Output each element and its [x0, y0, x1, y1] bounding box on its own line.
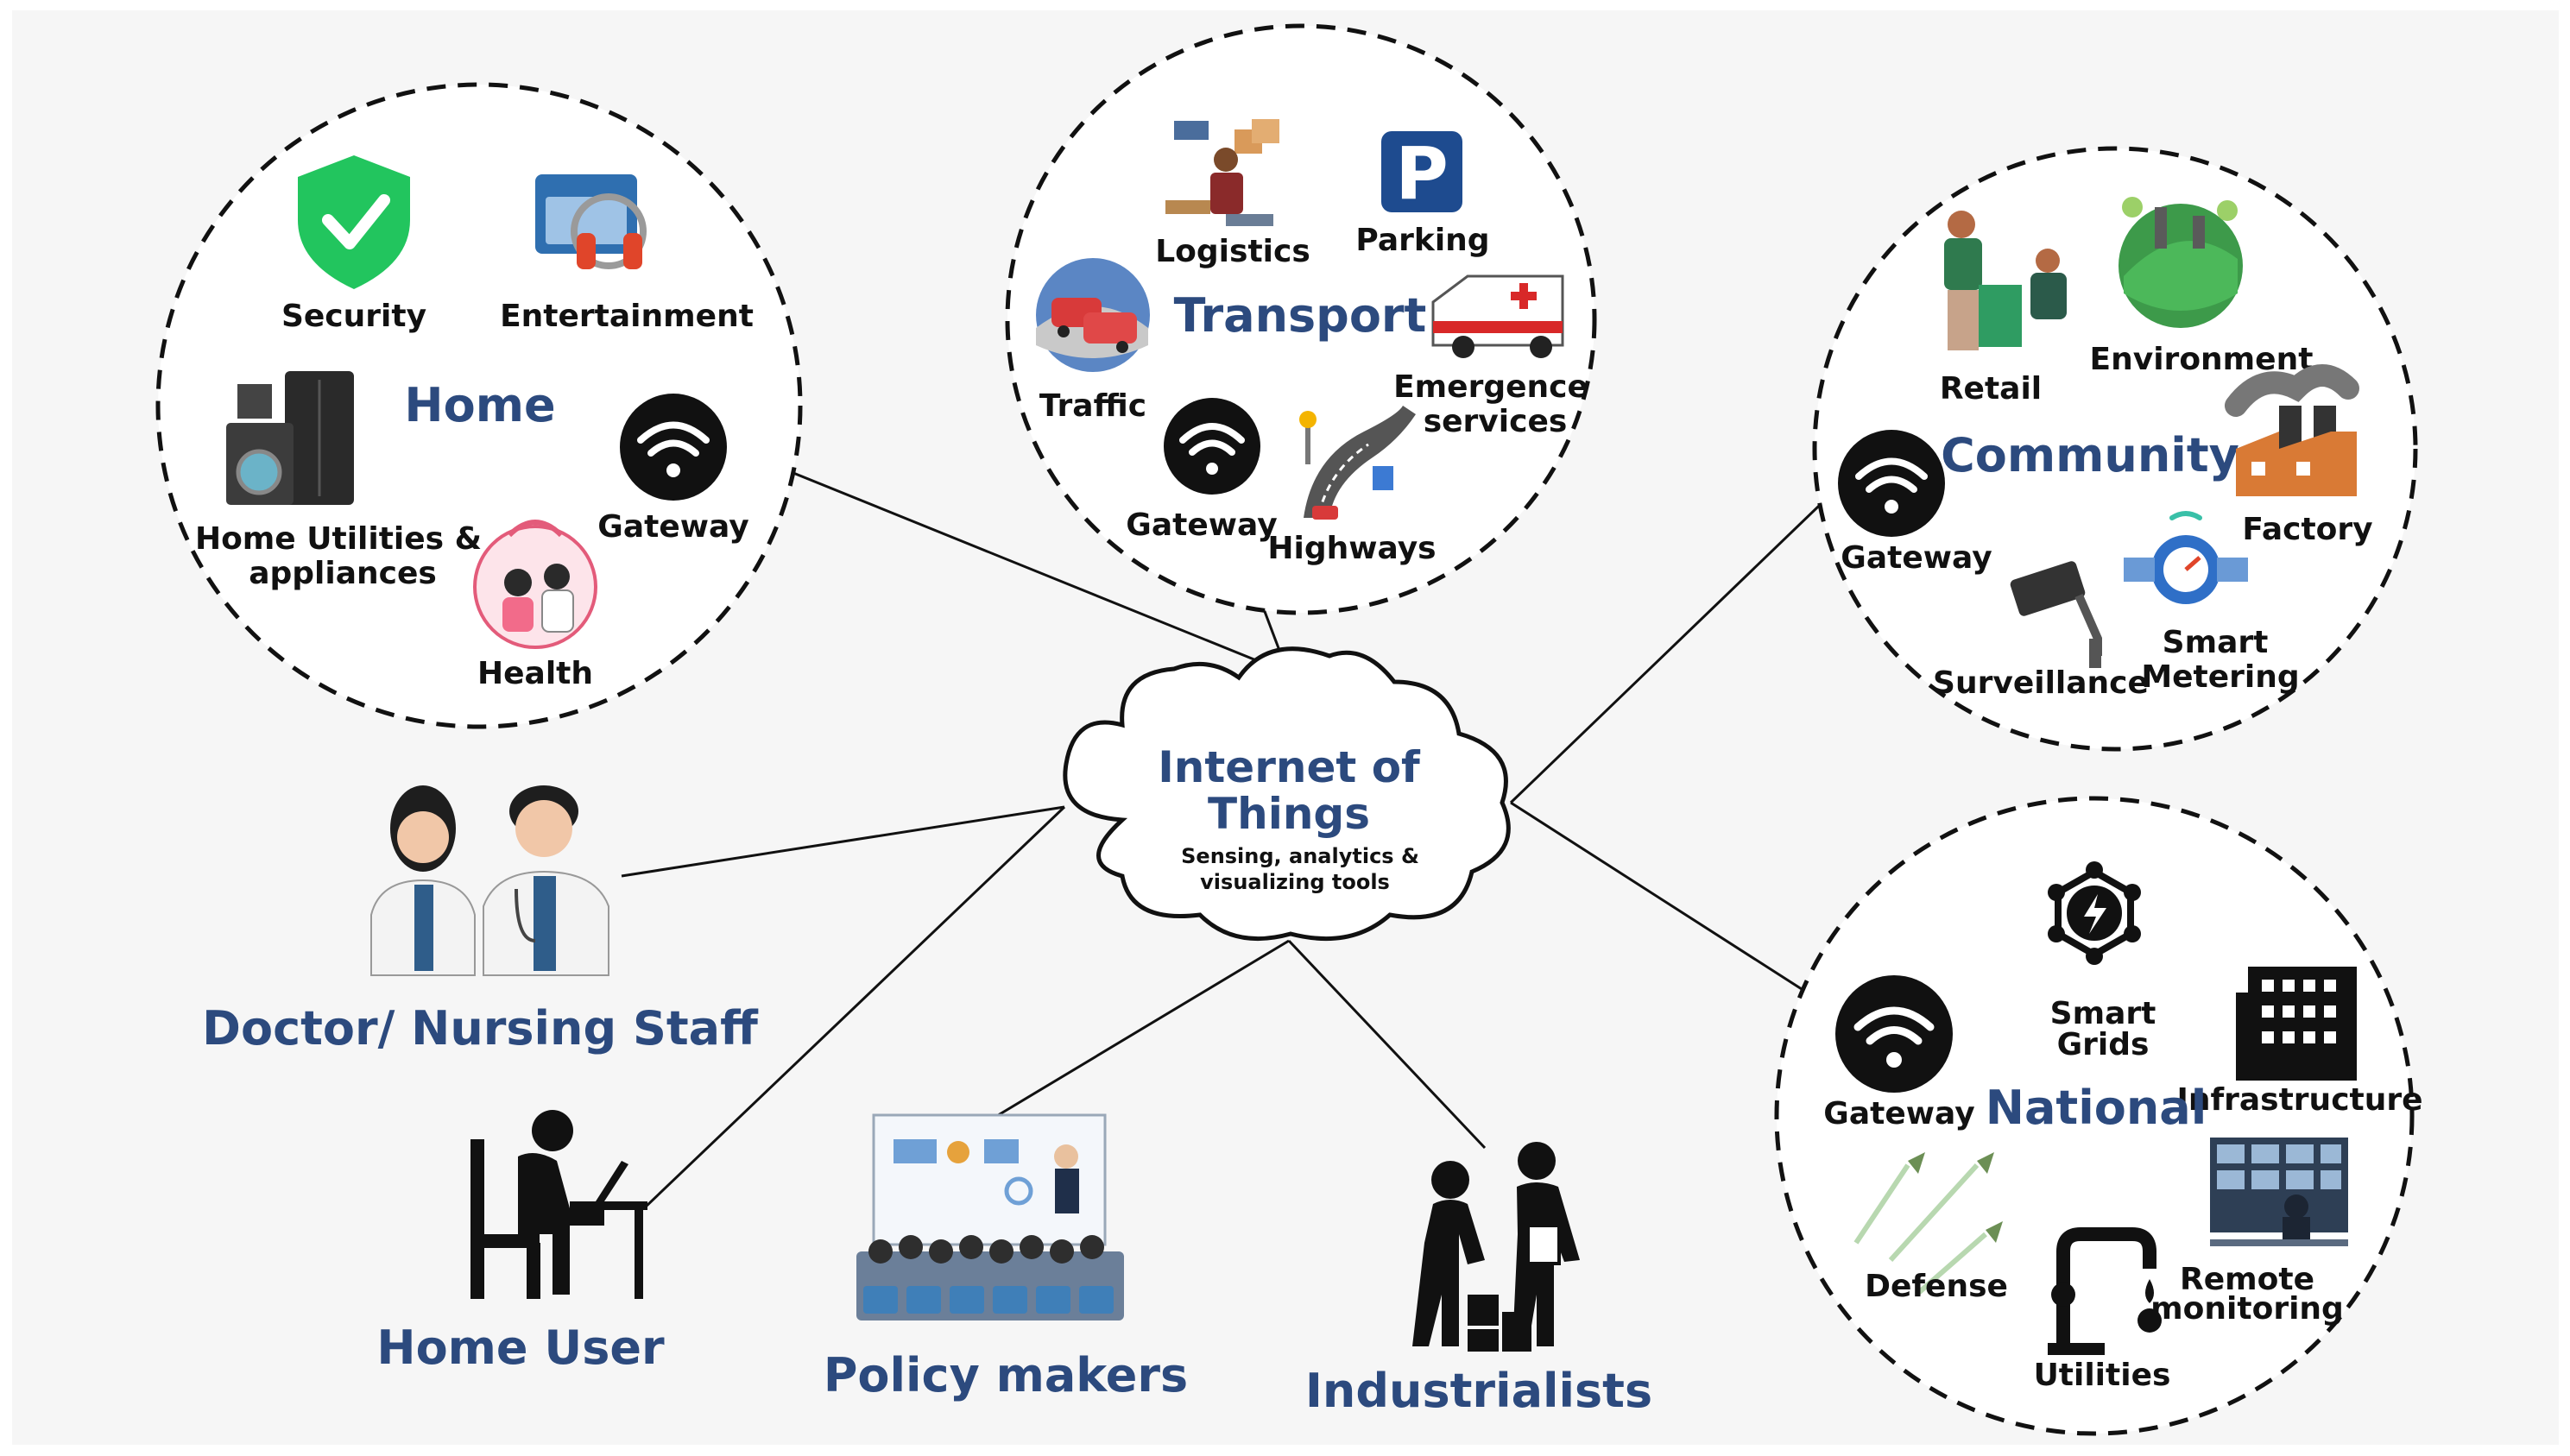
home-gateway-label: Gateway — [597, 509, 748, 545]
emergency-label-line1: Emergence — [1393, 369, 1588, 405]
ambulance-icon — [1431, 274, 1564, 358]
health-label: Health — [477, 656, 593, 691]
retail-label: Retail — [1940, 371, 2042, 407]
factory-icon — [2225, 364, 2359, 496]
line-doctor-to-iot — [621, 805, 1065, 878]
doctors-figure — [370, 785, 609, 976]
national-utilities-label: Utilities — [2034, 1358, 2171, 1393]
highway-icon — [1299, 406, 1416, 520]
security-label: Security — [281, 299, 426, 334]
line-policy-to-iot — [990, 939, 1290, 1121]
environment-label: Environment — [2090, 342, 2314, 377]
globe-icon — [2119, 197, 2243, 328]
community-group: Retail Environment Community Gateway — [1812, 146, 2418, 752]
infrastructure-label: Infrastructure — [2176, 1082, 2422, 1118]
transport-group: Logistics P Parking Traffic Transport — [1005, 23, 1597, 615]
remote-label-line1: Remote — [2180, 1262, 2314, 1297]
emergency-label-line2: services — [1424, 404, 1568, 439]
entertainment-label: Entertainment — [500, 299, 754, 334]
iot-cloud: Internet of Things Sensing, analytics & … — [1063, 646, 1511, 942]
meter-icon — [2124, 511, 2248, 604]
parking-icon: P — [1381, 131, 1462, 216]
policy-makers-figure — [856, 1113, 1124, 1320]
wifi-gateway-icon — [1835, 975, 1953, 1093]
home-user-label: Home User — [376, 1320, 665, 1375]
iot-subtitle-line2: visualizing tools — [1200, 870, 1390, 894]
camera-icon — [2010, 561, 2102, 668]
utilities-label-line2: appliances — [249, 556, 437, 591]
svg-text:P: P — [1395, 131, 1449, 216]
entertainment-icon — [535, 174, 647, 269]
national-gateway-label: Gateway — [1823, 1096, 1974, 1131]
traffic-label: Traffic — [1039, 388, 1146, 424]
national-group: Smart Grids Infrastructure Gateway Natio… — [1774, 796, 2423, 1436]
retail-icon — [1944, 211, 2067, 350]
logistics-icon — [1165, 119, 1279, 226]
shield-icon — [298, 155, 410, 289]
wifi-gateway-icon — [1838, 430, 1945, 537]
policy-label: Policy makers — [824, 1348, 1188, 1402]
line-community-to-iot — [1509, 483, 1842, 804]
parking-label: Parking — [1355, 223, 1489, 258]
line-homeuser-to-iot — [642, 805, 1066, 1210]
home-title: Home — [404, 378, 555, 432]
metering-label-line1: Smart — [2163, 625, 2269, 660]
line-industrialists-to-iot — [1287, 939, 1487, 1150]
building-icon — [2236, 967, 2357, 1081]
smart-grid-icon — [2048, 861, 2141, 965]
metering-label-line2: Metering — [2141, 659, 2299, 695]
line-national-to-iot — [1510, 801, 1848, 1020]
grids-label-line2: Grids — [2057, 1027, 2150, 1062]
remote-label-line2: monitoring — [2150, 1291, 2344, 1327]
iot-subtitle-line1: Sensing, analytics & — [1181, 844, 1419, 868]
community-gateway-label: Gateway — [1841, 540, 1992, 576]
national-title: National — [1986, 1081, 2207, 1135]
home-group: Security Entertainment Home Home Utiliti… — [155, 82, 803, 729]
traffic-icon — [1036, 258, 1150, 372]
jets-icon — [1853, 1152, 2003, 1297]
monitoring-icon — [2210, 1138, 2348, 1246]
wifi-gateway-icon — [1164, 398, 1260, 495]
line-home-to-iot — [724, 444, 1289, 675]
transport-gateway-label: Gateway — [1126, 507, 1277, 543]
defense-label: Defense — [1865, 1269, 2008, 1304]
home-user-figure — [470, 1110, 647, 1299]
surveillance-label: Surveillance — [1933, 665, 2149, 701]
appliances-icon — [226, 371, 354, 505]
iot-title-line2: Things — [1208, 789, 1370, 839]
faucet-icon — [2048, 1227, 2162, 1355]
grids-label-line1: Smart — [2050, 996, 2156, 1031]
factory-label: Factory — [2242, 512, 2372, 547]
doctor-label: Doctor/ Nursing Staff — [202, 1001, 759, 1056]
community-title: Community — [1941, 428, 2239, 482]
wifi-gateway-icon — [620, 394, 727, 501]
industrialists-label: Industrialists — [1305, 1364, 1652, 1418]
utilities-label-line1: Home Utilities & — [195, 521, 482, 557]
industrialists-figure — [1412, 1142, 1580, 1352]
logistics-label: Logistics — [1155, 234, 1310, 269]
health-icon — [473, 520, 597, 649]
highways-label: Highways — [1267, 531, 1436, 566]
iot-title-line1: Internet of — [1158, 742, 1421, 792]
transport-title: Transport — [1174, 288, 1427, 343]
